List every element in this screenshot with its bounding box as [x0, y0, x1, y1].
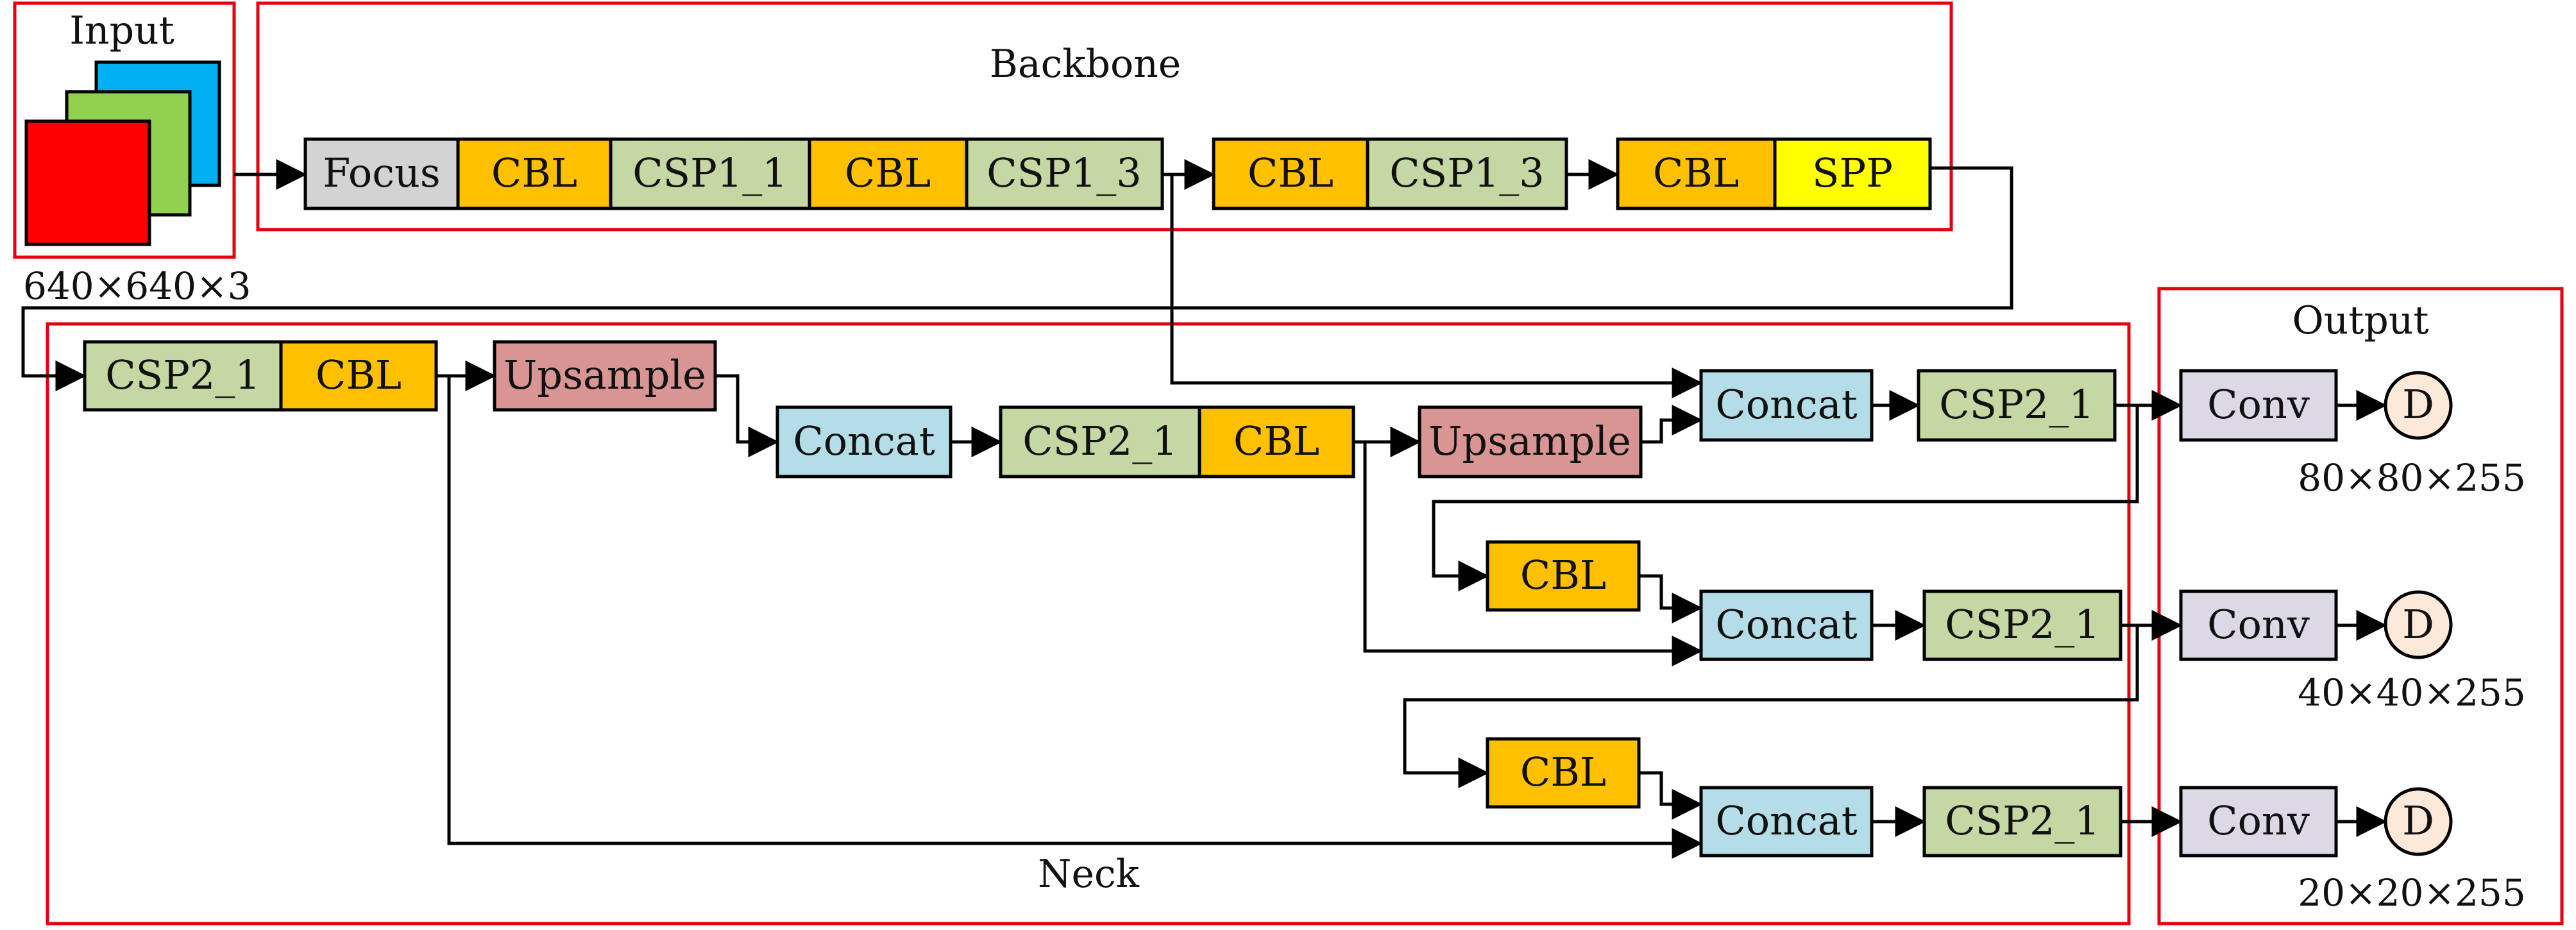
output-conv-1-block: [2179, 369, 2338, 442]
arrow-neck-skip-to-concat-c: [1363, 442, 1703, 666]
output-heads: Conv D 80×80×255 Conv D 40×40×255 Conv D…: [2179, 369, 2526, 915]
concat-d-label: Concat: [1715, 797, 1857, 844]
output-conv-3-block: [2179, 786, 2338, 858]
neck-cbl-b-block: [1198, 405, 1355, 478]
concat-d-block: [1699, 786, 1874, 858]
input-image-stack: [24, 60, 221, 246]
connectors: [21, 159, 2387, 859]
neck-csp2-1-c-block: [1917, 369, 2117, 442]
csp1-3-first-label: CSP1_3: [987, 149, 1142, 196]
neck-csp2-1-d-block: [1922, 589, 2123, 661]
backbone-title: Backbone: [990, 42, 1182, 87]
backbone-frame: [256, 1, 1953, 232]
csp1-3-second-label: CSP1_3: [1389, 149, 1545, 196]
concat-a-block: [775, 405, 953, 478]
input-size-label: 640×640×3: [23, 264, 251, 308]
detect-3-label: D: [2402, 797, 2434, 844]
concat-c-block: [1699, 589, 1874, 661]
csp1-3-second-block: [1366, 137, 1568, 210]
neck-csp2-1-b-label: CSP2_1: [1022, 418, 1178, 464]
arrow-cbl-d-to-concat-d: [1639, 771, 1703, 820]
upsample-b-label: Upsample: [1428, 418, 1631, 464]
neck-cbl-a-block: [279, 340, 438, 412]
output-size-1-label: 80×80×255: [2298, 456, 2526, 500]
neck-title: Neck: [1038, 852, 1140, 897]
arrow-upsample-b-to-concat-b: [1641, 405, 1703, 444]
upsample-b-block: [1418, 405, 1643, 478]
neck-csp2-1-e-label: CSP2_1: [1945, 797, 2100, 844]
input-frame: [13, 1, 236, 259]
output-conv-2-block: [2179, 589, 2338, 661]
arrow-spp-to-neck: [21, 166, 2013, 391]
concat-b-block: [1699, 369, 1874, 442]
csp1-1-label: CSP1_1: [632, 149, 788, 196]
neck-csp2-1-c-label: CSP2_1: [1939, 381, 2094, 428]
detect-2-label: D: [2402, 601, 2434, 648]
arrow-csp2-to-cbl-d: [1403, 625, 2139, 788]
concat-b-label: Concat: [1715, 381, 1857, 428]
neck-blocks: CSP2_1 CBL Upsample Concat CSP2_1 CBL Up…: [83, 340, 2123, 858]
backbone-cbl-4-block: [1616, 137, 1777, 210]
output-size-3-label: 20×20×255: [2298, 871, 2526, 915]
arrow-backbone-skip-to-concat-b: [1170, 174, 1703, 398]
backbone-cbl-3-label: CBL: [1248, 149, 1334, 196]
neck-cbl-d-label: CBL: [1520, 748, 1606, 795]
backbone-cbl-1-label: CBL: [491, 149, 577, 196]
input-channel-red: [24, 119, 151, 246]
neck-csp2-1-b-block: [999, 405, 1201, 478]
concat-a-label: Concat: [793, 418, 935, 464]
neck-cbl-c-label: CBL: [1520, 552, 1606, 598]
output-conv-2-label: Conv: [2207, 601, 2310, 648]
spp-label: SPP: [1812, 149, 1893, 196]
backbone-blocks: Focus CBL CSP1_1 CBL CSP1_3 CBL CSP1_3 C…: [303, 137, 1932, 210]
arrow-cbl-c-to-concat-c: [1639, 574, 1703, 623]
neck-csp2-1-a-label: CSP2_1: [105, 351, 260, 398]
output-conv-3-label: Conv: [2207, 797, 2310, 844]
neck-csp2-1-d-label: CSP2_1: [1945, 601, 2100, 648]
neck-cbl-a-label: CBL: [316, 351, 402, 398]
spp-block: [1773, 137, 1932, 210]
output-title: Output: [2292, 298, 2428, 343]
focus-label: Focus: [323, 149, 440, 196]
arrow-upsample-a-to-concat-a: [715, 374, 779, 457]
detect-1-label: D: [2402, 381, 2434, 428]
upsample-a-label: Upsample: [504, 351, 706, 398]
output-conv-1-label: Conv: [2207, 381, 2310, 428]
concat-c-label: Concat: [1715, 601, 1857, 648]
output-size-2-label: 40×40×255: [2298, 671, 2526, 714]
output-frame: [2157, 287, 2564, 926]
backbone-cbl-4-label: CBL: [1653, 149, 1739, 196]
backbone-cbl-2-label: CBL: [845, 149, 931, 196]
input-title: Input: [69, 8, 174, 53]
neck-csp2-1-e-block: [1922, 786, 2123, 858]
neck-cbl-b-label: CBL: [1233, 418, 1319, 464]
arrow-neck-skip-to-concat-d: [447, 376, 1703, 859]
arrow-csp2-to-cbl-c: [1432, 405, 2139, 591]
